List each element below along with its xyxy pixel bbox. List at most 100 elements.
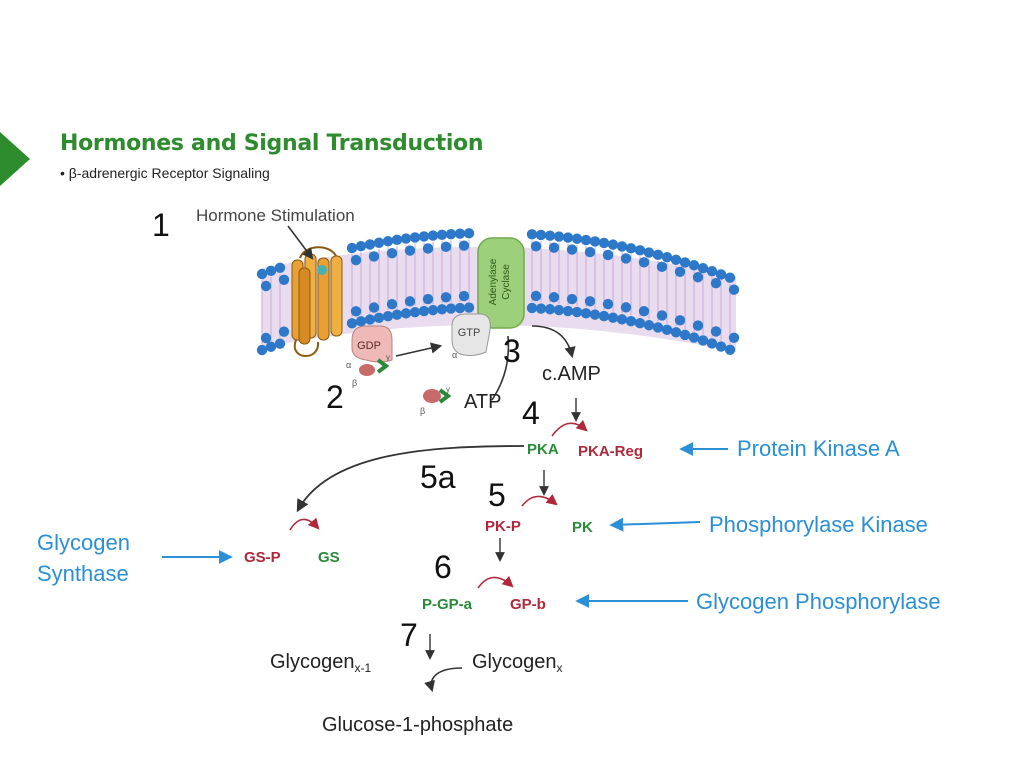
g-protein-gdp: GDP α β γ <box>346 325 393 388</box>
lipid-head <box>571 306 583 318</box>
protein-kinase-a-callout: Protein Kinase A <box>737 436 900 461</box>
gs-p-label: GS-P <box>244 549 281 566</box>
lipid-head <box>553 304 565 316</box>
lipid-head <box>373 312 385 323</box>
lipid-head <box>382 236 394 247</box>
lipid-head <box>661 252 673 263</box>
hormone-arrow <box>287 225 314 260</box>
lipid-head <box>265 265 277 277</box>
lipid-head <box>382 310 394 322</box>
lipid-head <box>463 228 475 239</box>
lipid-head <box>404 245 416 256</box>
lipid-head <box>710 326 722 337</box>
lipid-head <box>643 247 655 258</box>
gtp-label: GTP <box>458 327 481 339</box>
lipid-head <box>728 332 740 343</box>
lipid-head <box>697 262 709 274</box>
lipid-head <box>728 284 740 295</box>
lipid-head <box>364 239 376 250</box>
adenylase-label: Adenylase <box>488 258 499 305</box>
glycogen-x-label: Glycogenx <box>472 651 563 675</box>
cyclase-label: Cyclase <box>501 264 512 300</box>
lipid-head <box>706 266 718 277</box>
lipid-head <box>445 228 457 240</box>
gs-label: GS <box>318 549 340 566</box>
lipid-head <box>724 344 736 355</box>
lipid-head <box>602 298 614 310</box>
lipid-head <box>706 338 718 349</box>
lipid-head <box>364 314 376 325</box>
lipid-head <box>260 332 272 344</box>
lipid-head <box>620 302 632 313</box>
lipid-head <box>526 229 538 240</box>
lipid-head <box>679 257 691 268</box>
lipid-head <box>454 302 466 314</box>
lipid-head <box>445 303 457 314</box>
lipid-head <box>692 272 704 283</box>
lipid-head <box>661 324 673 336</box>
lipid-head <box>427 230 439 241</box>
phosphorylase-kinase-callout: Phosphorylase Kinase <box>709 512 928 537</box>
beta-adrenergic-receptor <box>291 246 343 357</box>
step-1: 1 <box>152 207 170 243</box>
lipid-head <box>580 234 592 246</box>
lipid-head <box>674 266 686 277</box>
lipid-head <box>634 245 646 256</box>
lipid-head <box>260 280 272 292</box>
slide-marker-arrow <box>0 132 30 186</box>
slide-title: Hormones and Signal Transduction <box>60 131 484 156</box>
step-3: 3 <box>503 333 521 369</box>
lipid-head <box>355 316 367 327</box>
glycogen-phosphorylase-callout: Glycogen Phosphorylase <box>696 589 941 614</box>
atp-input-curve <box>491 335 510 401</box>
pka-to-gs-arrow <box>296 445 525 513</box>
lipid-head <box>548 292 560 303</box>
lipid-head <box>436 229 448 241</box>
lipid-head <box>400 233 412 244</box>
beta-label-1: β <box>352 378 357 388</box>
lipid-head <box>598 310 610 322</box>
lipid-head <box>440 292 452 303</box>
lipid-head <box>553 231 565 242</box>
lipid-head <box>571 233 583 244</box>
lipid-head <box>346 318 358 329</box>
glycogen-x-minus-1-label: Glycogenx-1 <box>270 651 371 675</box>
pk-phospho-arc <box>521 494 558 507</box>
lipid-head <box>422 293 434 305</box>
lipid-head <box>544 230 556 241</box>
step-6: 6 <box>434 549 452 585</box>
lipid-head <box>674 315 686 326</box>
lipid-head <box>589 309 601 320</box>
lipid-head <box>620 253 632 264</box>
atp-label: ATP <box>464 391 501 413</box>
lipid-head <box>391 309 403 320</box>
pka-reg-label: PKA-Reg <box>578 443 643 460</box>
lipid-head <box>652 322 664 333</box>
lipid-head <box>526 302 538 314</box>
step-4: 4 <box>522 395 540 431</box>
lipid-head <box>346 242 358 254</box>
lipid-head <box>616 241 628 252</box>
lipid-head <box>436 304 448 315</box>
g-protein-gtp: GTP α <box>451 313 491 360</box>
lipid-head <box>602 249 614 261</box>
lipid-head <box>350 254 362 266</box>
lipid-head <box>715 341 727 352</box>
g-beta-gamma-dimer: β γ <box>420 385 452 416</box>
lipid-head <box>458 290 470 302</box>
camp-label: c.AMP <box>542 363 601 385</box>
lipid-head <box>598 237 610 249</box>
lipid-head <box>368 302 380 313</box>
lipid-head <box>607 312 619 323</box>
lipid-head <box>409 232 421 243</box>
lipid-head <box>562 305 574 317</box>
alpha-label-1: α <box>346 360 351 370</box>
lipid-head <box>634 317 646 329</box>
glycogen-cleavage-arrow <box>424 667 463 693</box>
lipid-head <box>638 257 650 268</box>
lipid-head <box>265 341 277 352</box>
lipid-head <box>386 298 398 310</box>
lipid-head <box>418 231 430 242</box>
lipid-head <box>625 243 637 254</box>
